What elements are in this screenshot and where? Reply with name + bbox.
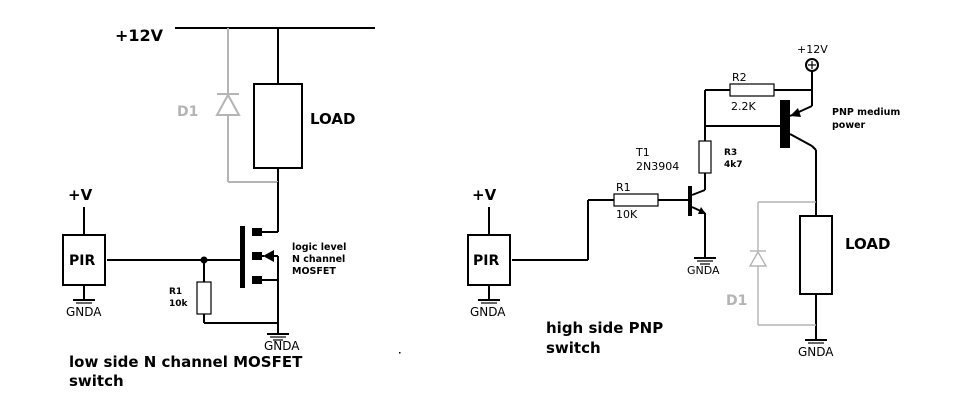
resistor-r1-right — [613, 193, 659, 207]
pir-label-right: PIR — [473, 253, 499, 269]
left-circuit: +12V LOAD D1 log — [62, 26, 375, 390]
pnp-transistor — [705, 100, 813, 148]
ground-symbol-right — [805, 339, 827, 344]
mosfet-description-line3: MOSFET — [292, 266, 336, 277]
resistor-r3-value: 4k7 — [724, 160, 743, 170]
resistor-r1-value-left: 10k — [169, 299, 189, 309]
npn-transistor-t1 — [688, 186, 706, 258]
pnp-description-line2: power — [832, 120, 866, 131]
resistor-r1-label-right: R1 — [616, 181, 631, 194]
supply-label-left: +12V — [115, 26, 164, 45]
mosfet-description-line2: N channel — [292, 254, 345, 265]
resistor-r1-label-left: R1 — [169, 287, 182, 297]
resistor-r3 — [698, 140, 712, 174]
pir-ground-label-right: GNDA — [470, 305, 506, 319]
caption-right-line2: switch — [546, 339, 601, 357]
load-label-right: LOAD — [845, 235, 890, 253]
right-circuit: +12V R2 2.2K PNP medium power R3 4k7 — [467, 43, 900, 359]
caption-left-line1: low side N channel MOSFET — [69, 353, 303, 371]
resistor-r3-label: R3 — [724, 148, 737, 158]
ground-symbol-left — [267, 333, 289, 341]
mosfet-description-line1: logic level — [292, 242, 346, 253]
flyback-diode-right — [748, 201, 816, 326]
input-voltage-label-left: +V — [68, 186, 93, 204]
pnp-description-line1: PNP medium — [832, 107, 900, 118]
pir-ground-label-left: GNDA — [66, 305, 102, 319]
t1-label: T1 — [635, 146, 650, 159]
caption-right-line1: high side PNP — [546, 319, 663, 337]
flyback-diode-left — [215, 28, 278, 183]
pir-label-left: PIR — [69, 253, 95, 269]
t1-part-number: 2N3904 — [636, 160, 679, 173]
ground-label-right: GNDA — [798, 345, 834, 359]
resistor-r1-left — [196, 281, 212, 315]
supply-terminal-icon — [805, 58, 819, 72]
resistor-r2 — [729, 83, 775, 97]
diode-label-left: D1 — [177, 104, 198, 120]
resistor-r2-label: R2 — [732, 71, 747, 84]
t1-ground-label: GNDA — [687, 264, 720, 277]
pir-ground-symbol-left — [73, 299, 95, 304]
diode-label-right: D1 — [726, 293, 747, 309]
resistor-r1-value-right: 10K — [616, 208, 638, 221]
mosfet-symbol — [230, 182, 279, 334]
pir-ground-symbol-right — [478, 299, 500, 304]
t1-ground-symbol — [694, 257, 716, 265]
ground-label-left: GNDA — [264, 339, 300, 353]
load-block-right — [799, 215, 833, 295]
supply-label-right: +12V — [797, 43, 828, 56]
input-voltage-label-right: +V — [472, 186, 497, 204]
caption-left-line2: switch — [69, 372, 124, 390]
load-label-left: LOAD — [310, 110, 355, 128]
load-block-left — [253, 83, 303, 169]
stray-dot — [399, 352, 401, 354]
resistor-r2-value: 2.2K — [731, 100, 756, 113]
